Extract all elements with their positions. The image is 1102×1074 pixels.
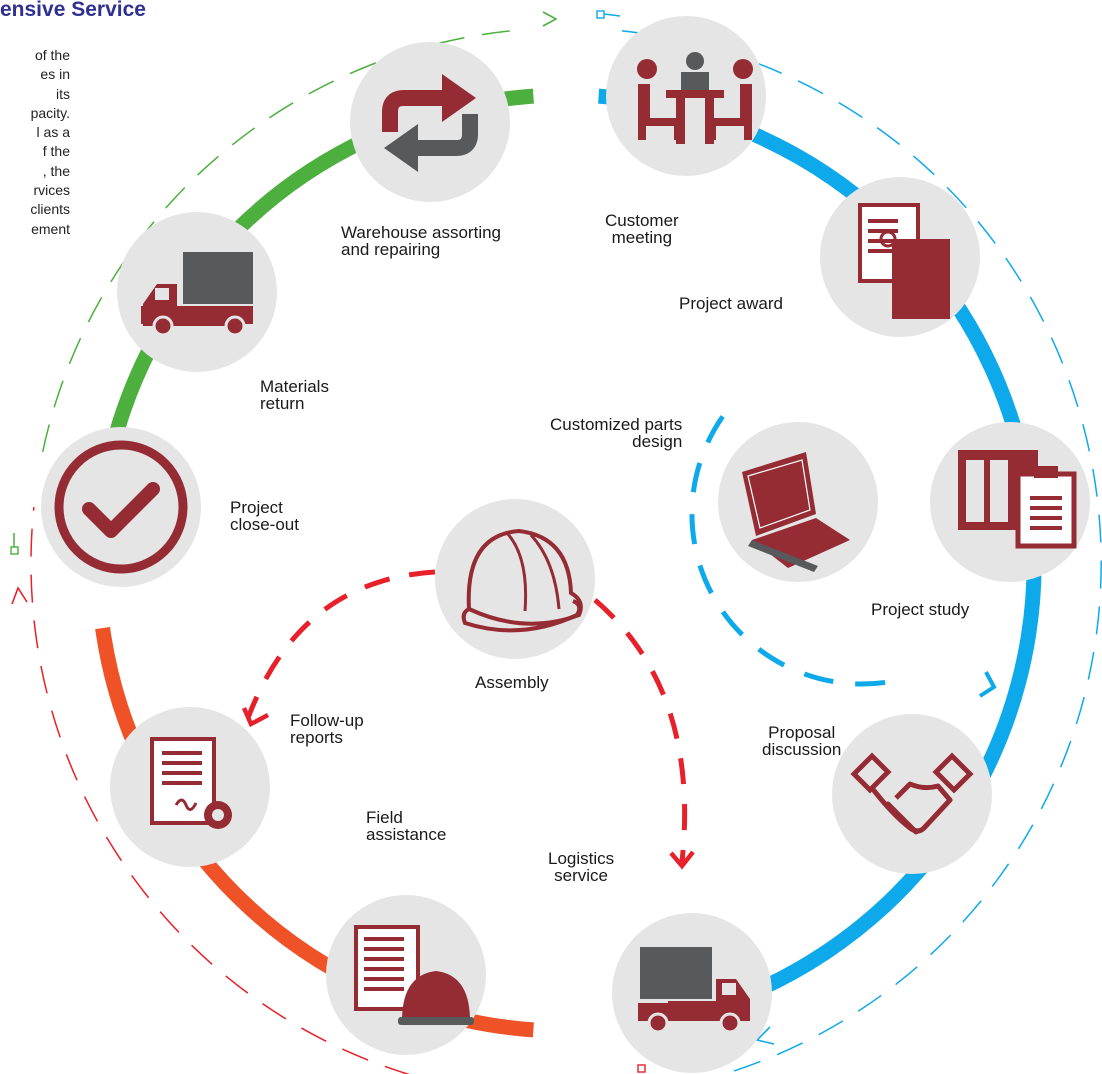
circle-warehouse-assorting xyxy=(350,42,510,202)
inner-dash-red-right xyxy=(593,598,688,863)
document-helmet-icon xyxy=(354,925,474,1025)
label-assembly: Assembly xyxy=(475,673,549,692)
circle-project-award xyxy=(820,177,980,337)
intro-line: ement xyxy=(31,220,70,237)
icon-circle-bg xyxy=(435,499,595,659)
handshake-icon xyxy=(850,752,974,835)
intro-line: rvices xyxy=(33,182,70,199)
certificate-icon xyxy=(150,737,232,829)
label-follow-up-reports: Follow-up reports xyxy=(290,711,364,747)
label-field-assistance: Field assistance xyxy=(366,808,447,844)
icon-circle-bg xyxy=(350,42,510,202)
circle-customer-meeting xyxy=(606,16,766,176)
circle-project-study xyxy=(930,422,1090,582)
label-materials-return: Materials return xyxy=(260,377,329,413)
outer-arrow-left xyxy=(11,586,28,605)
intro-line: of the xyxy=(34,47,70,63)
document-award-icon xyxy=(858,203,950,319)
outer-dash-red xyxy=(30,507,411,1074)
circle-customized-parts-design xyxy=(718,422,878,582)
outer-connector-top xyxy=(603,13,621,17)
outer-marker-bottom xyxy=(637,1064,646,1073)
intro-line: pacity. xyxy=(30,104,70,121)
inner-arrow-red-right xyxy=(669,850,695,870)
intro-line: l as a xyxy=(36,124,70,141)
circle-field-assistance xyxy=(326,895,486,1055)
truck-icon xyxy=(638,947,750,1034)
intro-line: clients xyxy=(30,201,70,218)
step-icons xyxy=(41,16,1090,1073)
truck-icon xyxy=(141,252,253,337)
label-customer-meeting: Customer meeting xyxy=(605,211,679,247)
label-logistics-service: Logistics service xyxy=(548,849,615,885)
meeting-icon xyxy=(637,52,753,144)
label-project-study: Project study xyxy=(871,600,970,619)
clipboard-study-icon xyxy=(958,450,1077,549)
repeat-arrows-icon xyxy=(382,74,478,172)
label-customized-parts-design: Customized parts design xyxy=(550,415,683,451)
icon-circle-bg xyxy=(832,714,992,874)
label-warehouse-assorting: Warehouse assorting and repairing xyxy=(341,223,502,259)
circle-proposal-discussion xyxy=(832,714,992,874)
intro-line: , the xyxy=(42,162,70,179)
inner-arrow-blue xyxy=(978,671,997,698)
page-title: ensive Service xyxy=(0,0,146,21)
intro-line: f the xyxy=(42,143,70,160)
circle-project-close-out xyxy=(41,427,201,587)
label-project-award: Project award xyxy=(679,294,783,313)
laptop-icon xyxy=(742,452,850,572)
circle-materials-return xyxy=(117,212,277,372)
inner-dash-red-left xyxy=(245,569,436,719)
intro-paragraph: of the es in its pacity. l as a f the , the rvi… xyxy=(0,46,70,239)
intro-line: es in xyxy=(40,66,70,83)
inner-arrow-red-left xyxy=(241,707,270,728)
hard-hat-icon xyxy=(461,528,583,633)
label-project-close-out: Project close-out xyxy=(230,498,299,534)
inner-dash-blue xyxy=(689,415,898,687)
outer-marker-left xyxy=(10,546,19,555)
outer-arrow-bottom xyxy=(755,1026,775,1045)
intro-line: its xyxy=(56,85,70,102)
circle-follow-up-reports xyxy=(110,707,270,867)
circle-assembly xyxy=(435,499,595,659)
outer-arrow-top xyxy=(542,11,558,27)
checkmark-icon xyxy=(54,440,188,574)
circle-logistics-service xyxy=(612,913,772,1073)
icon-circle-bg xyxy=(41,427,201,587)
label-proposal-discussion: Proposal discussion xyxy=(762,723,842,759)
outer-marker-top xyxy=(596,10,605,19)
outer-dash-blue xyxy=(621,30,1102,1074)
